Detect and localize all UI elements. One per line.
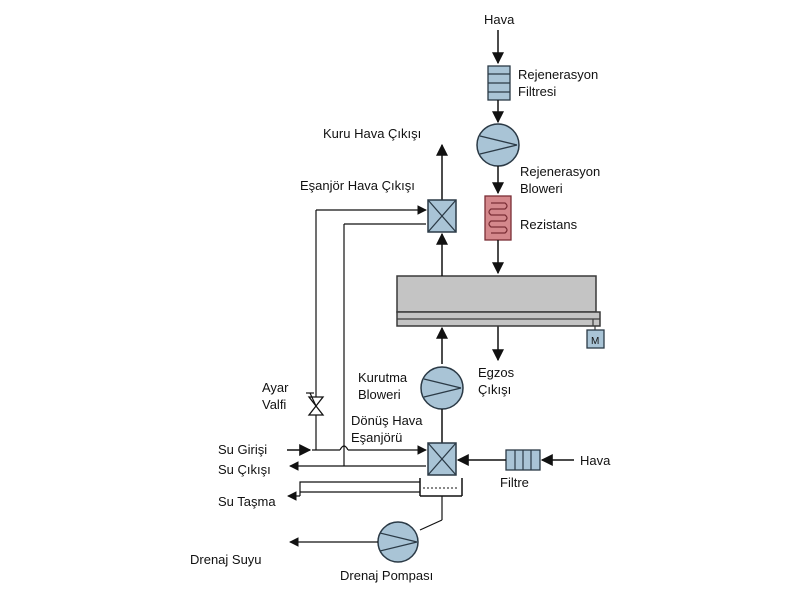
heater-label: Rezistans [520, 217, 578, 232]
valve-label-2: Valfi [262, 397, 286, 412]
drying-blower-label-1: Kurutma [358, 370, 408, 385]
drain-pump-icon [377, 521, 419, 563]
exhaust-label-2: Çıkışı [478, 382, 511, 397]
desiccant-rotor: M [396, 275, 605, 349]
regeneration-filter-label-1: Rejenerasyon [518, 67, 598, 82]
regeneration-path: Hava Rejenerasyon Filtresi Rejenerasyon … [476, 12, 600, 397]
regeneration-blower-label-1: Rejenerasyon [520, 164, 600, 179]
process-path: Kuru Hava Çıkışı Eşanjör Hava Çıkışı Kur… [300, 126, 611, 497]
drain-water-label: Drenaj Suyu [190, 552, 262, 567]
regeneration-filter-icon [487, 65, 511, 101]
regeneration-blower-icon [476, 123, 520, 167]
return-hx-label-2: Eşanjörü [351, 430, 402, 445]
drain-pump-label: Drenaj Pompası [340, 568, 433, 583]
hx-air-out-label: Eşanjör Hava Çıkışı [300, 178, 415, 193]
adjustment-valve-icon [306, 392, 325, 416]
inlet-filter-icon [505, 449, 541, 471]
return-hx-label-1: Dönüş Hava [351, 413, 423, 428]
motor-icon: M [586, 329, 605, 349]
top-heat-exchanger-icon [427, 199, 457, 233]
hava-right-label: Hava [580, 453, 611, 468]
condensate-tray [419, 478, 463, 497]
water-out-label: Su Çıkışı [218, 462, 271, 477]
drying-blower-icon [420, 366, 464, 410]
water-in-label: Su Girişi [218, 442, 267, 457]
regeneration-blower-label-2: Bloweri [520, 181, 563, 196]
dry-air-out-label: Kuru Hava Çıkışı [323, 126, 421, 141]
drying-blower-label-2: Bloweri [358, 387, 401, 402]
overflow-label: Su Taşma [218, 494, 276, 509]
regeneration-filter-label-2: Filtresi [518, 84, 556, 99]
valve-label-1: Ayar [262, 380, 289, 395]
hava-top-label: Hava [484, 12, 515, 27]
filter-label: Filtre [500, 475, 529, 490]
water-loop: Su Girişi Ayar Valfi Su Çıkışı Su Taşma [190, 205, 443, 583]
exhaust-label-1: Egzos [478, 365, 515, 380]
bottom-heat-exchanger-icon [427, 442, 457, 476]
heater-icon [484, 195, 512, 241]
motor-label: M [591, 336, 599, 347]
